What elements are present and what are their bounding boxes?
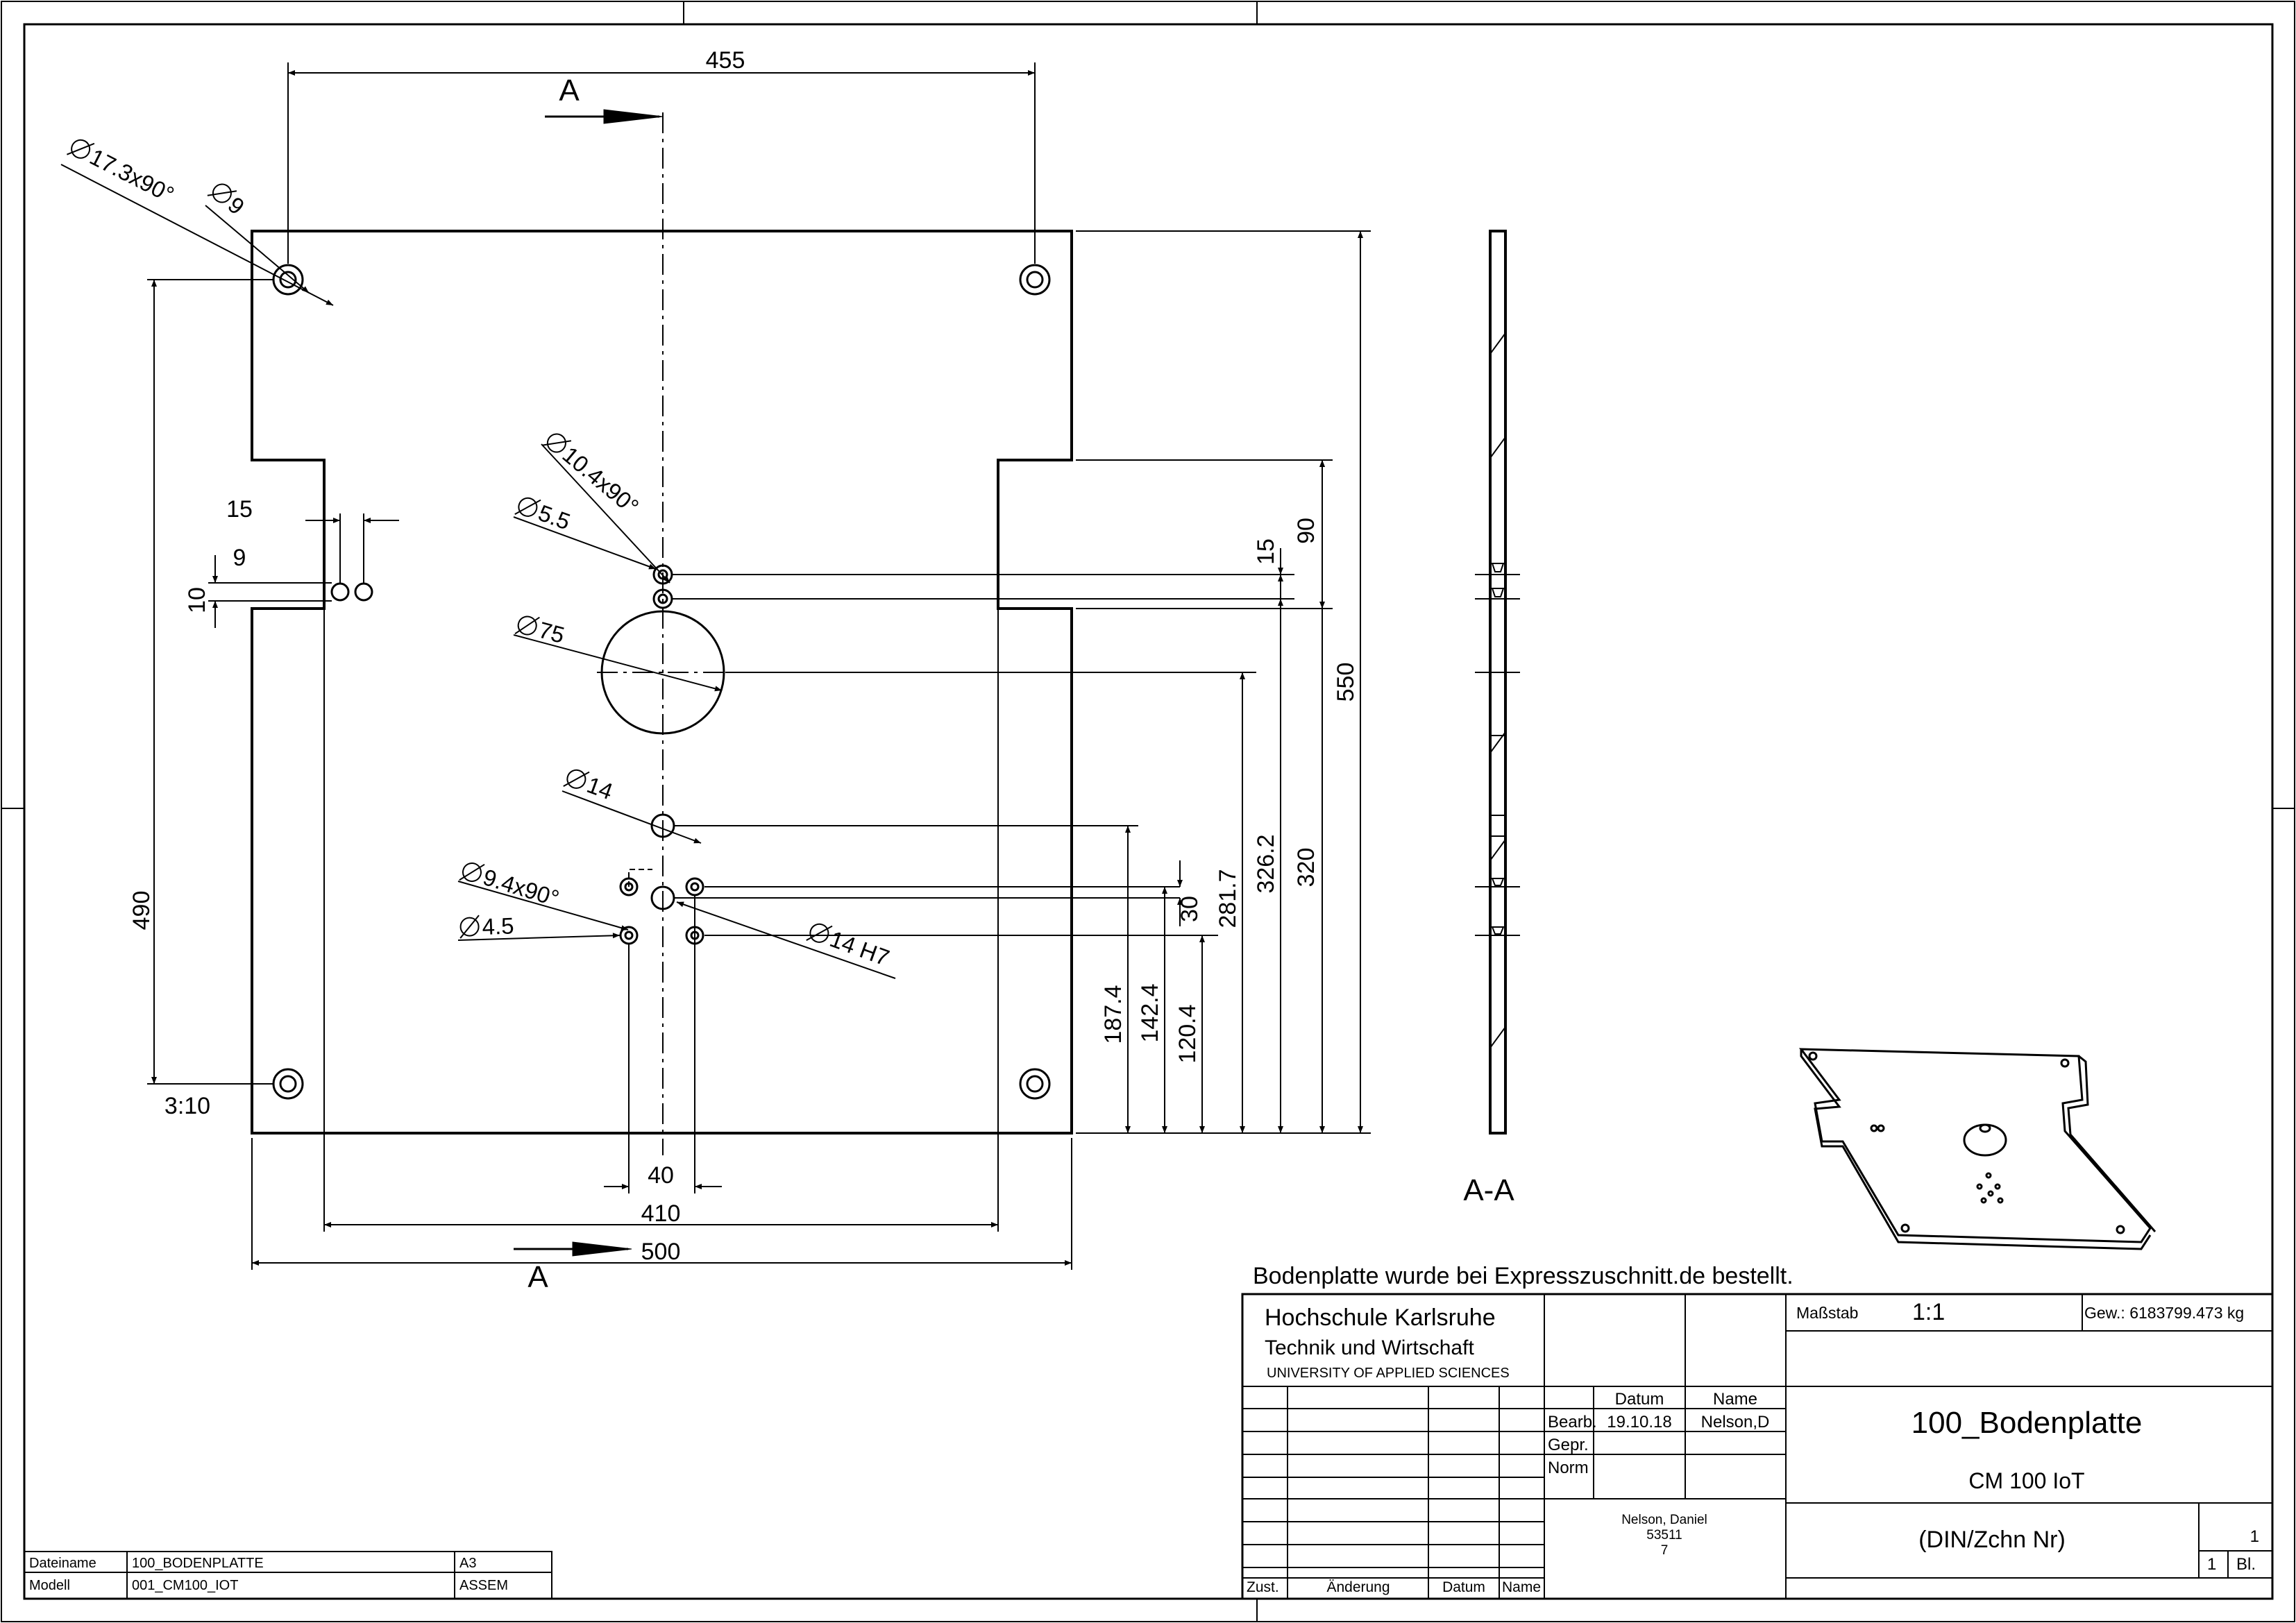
dim-410: 410 <box>641 1200 681 1227</box>
section-view-a-a <box>1475 230 1520 1135</box>
title-block-texts: Hochschule Karlsruhe Technik und Wirtsch… <box>1247 1299 2259 1595</box>
dateiname-label: Dateiname <box>29 1556 96 1571</box>
rev-zust: Zust. <box>1247 1579 1279 1595</box>
callout-4-5: 4.5 <box>482 912 514 940</box>
row-gepr: Gepr. <box>1548 1436 1589 1454</box>
dim-281-7: 281.7 <box>1215 869 1241 928</box>
author-num: 7 <box>1661 1543 1669 1558</box>
sheet-no: 1 <box>2250 1527 2259 1546</box>
dim-187-4: 187.4 <box>1100 985 1126 1044</box>
corner-hole-tl <box>272 264 304 296</box>
modell-value: 001_CM100_IOT <box>132 1578 238 1593</box>
dim-455: 455 <box>706 47 745 74</box>
notch-hole-2 <box>354 582 373 602</box>
dim-40: 40 <box>648 1162 674 1189</box>
col-name: Name <box>1713 1390 1757 1409</box>
rev-aenderung: Änderung <box>1326 1579 1390 1595</box>
title-block <box>1241 1293 2274 1600</box>
file-block <box>24 1551 552 1599</box>
diameter-callouts: 17.3x90° 9 10.4x90° 5.5 75 14 9.4x90° 4 <box>67 139 893 971</box>
author-name: Nelson, Daniel <box>1621 1513 1707 1527</box>
callout-17-3: 17.3x90° <box>86 144 178 207</box>
dim-142-4: 142.4 <box>1137 983 1163 1042</box>
leader-lines <box>60 164 896 979</box>
dimension-lines <box>151 70 1363 1266</box>
dimension-texts: 455 500 410 40 490 550 320 90 15 326.2 2… <box>128 47 1359 1265</box>
org-line1: Hochschule Karlsruhe <box>1265 1305 1496 1331</box>
drawing-no: (DIN/Zchn Nr) <box>1918 1527 2066 1553</box>
rev-name: Name <box>1502 1579 1541 1595</box>
section-letter-bottom: A <box>527 1260 548 1294</box>
dim-30: 30 <box>1176 896 1203 922</box>
dim-90: 90 <box>1293 518 1319 544</box>
bearb-name: Nelson,D <box>1701 1413 1770 1431</box>
part-name: 100_Bodenplatte <box>1911 1406 2143 1440</box>
row-norm: Norm <box>1548 1459 1589 1477</box>
callout-75: 75 <box>536 617 567 648</box>
org-line2: Technik und Wirtschaft <box>1265 1336 1474 1359</box>
weight: Gew.: 6183799.473 kg <box>2084 1304 2244 1322</box>
notch-hole-1 <box>330 582 350 602</box>
dim-320: 320 <box>1293 848 1319 887</box>
extension-lines <box>147 62 1371 1270</box>
callout-5-5: 5.5 <box>535 500 574 534</box>
author-id: 53511 <box>1646 1528 1682 1543</box>
project: CM 100 IoT <box>1968 1468 2084 1493</box>
dateiname-value: 100_BODENPLATTE <box>132 1556 264 1571</box>
dim-500: 500 <box>641 1239 681 1265</box>
dim-120-4: 120.4 <box>1174 1004 1201 1063</box>
dim-10: 10 <box>184 587 210 613</box>
hole-14h7 <box>650 885 675 910</box>
scale-label: Maßstab <box>1796 1304 1858 1322</box>
sheet-count: 1 <box>2207 1555 2216 1574</box>
sheet-label: Bl. <box>2236 1555 2256 1574</box>
dim-326-2: 326.2 <box>1253 834 1279 893</box>
section-view-label: A-A <box>1463 1173 1514 1207</box>
scale-value: 1:1 <box>1912 1299 1945 1325</box>
rev-datum: Datum <box>1442 1579 1485 1595</box>
scale-ratio: 3:10 <box>164 1093 210 1119</box>
order-note: Bodenplatte wurde bei Expresszuschnitt.d… <box>1253 1263 1793 1289</box>
col-datum: Datum <box>1615 1390 1664 1409</box>
callout-14h7: 14 H7 <box>827 926 893 971</box>
callout-9-4: 9.4x90° <box>480 864 562 911</box>
modell-label: Modell <box>29 1578 70 1593</box>
dim-550: 550 <box>1333 663 1359 702</box>
corner-hole-bl <box>272 1068 304 1100</box>
file-block-texts: Dateiname 100_BODENPLATTE A3 Modell 001_… <box>29 1556 508 1593</box>
section-labels: A A A-A <box>527 74 1514 1294</box>
plate-outline <box>251 230 1073 1135</box>
callout-9: 9 <box>223 192 249 219</box>
dim-9: 9 <box>233 545 246 571</box>
holes <box>272 264 1051 1100</box>
dim-490: 490 <box>128 891 155 931</box>
callout-14: 14 <box>584 772 616 804</box>
corner-hole-tr <box>1019 264 1051 296</box>
dim-15h: 15 <box>226 496 253 522</box>
dim-15v: 15 <box>1253 538 1279 565</box>
format-value: A3 <box>459 1556 476 1571</box>
hole-4-5-bl <box>619 926 639 945</box>
type-value: ASSEM <box>459 1578 508 1593</box>
hole-14 <box>650 813 675 838</box>
hole-4-5-tr <box>685 877 704 897</box>
bearb-datum: 19.10.18 <box>1607 1413 1671 1431</box>
corner-hole-br <box>1019 1068 1051 1100</box>
org-line3: UNIVERSITY OF APPLIED SCIENCES <box>1267 1366 1510 1381</box>
section-letter-top: A <box>559 74 580 108</box>
isometric-view <box>1798 1048 2156 1250</box>
section-cut-arrows <box>514 109 664 1257</box>
row-bearb: Bearb. <box>1548 1413 1597 1431</box>
